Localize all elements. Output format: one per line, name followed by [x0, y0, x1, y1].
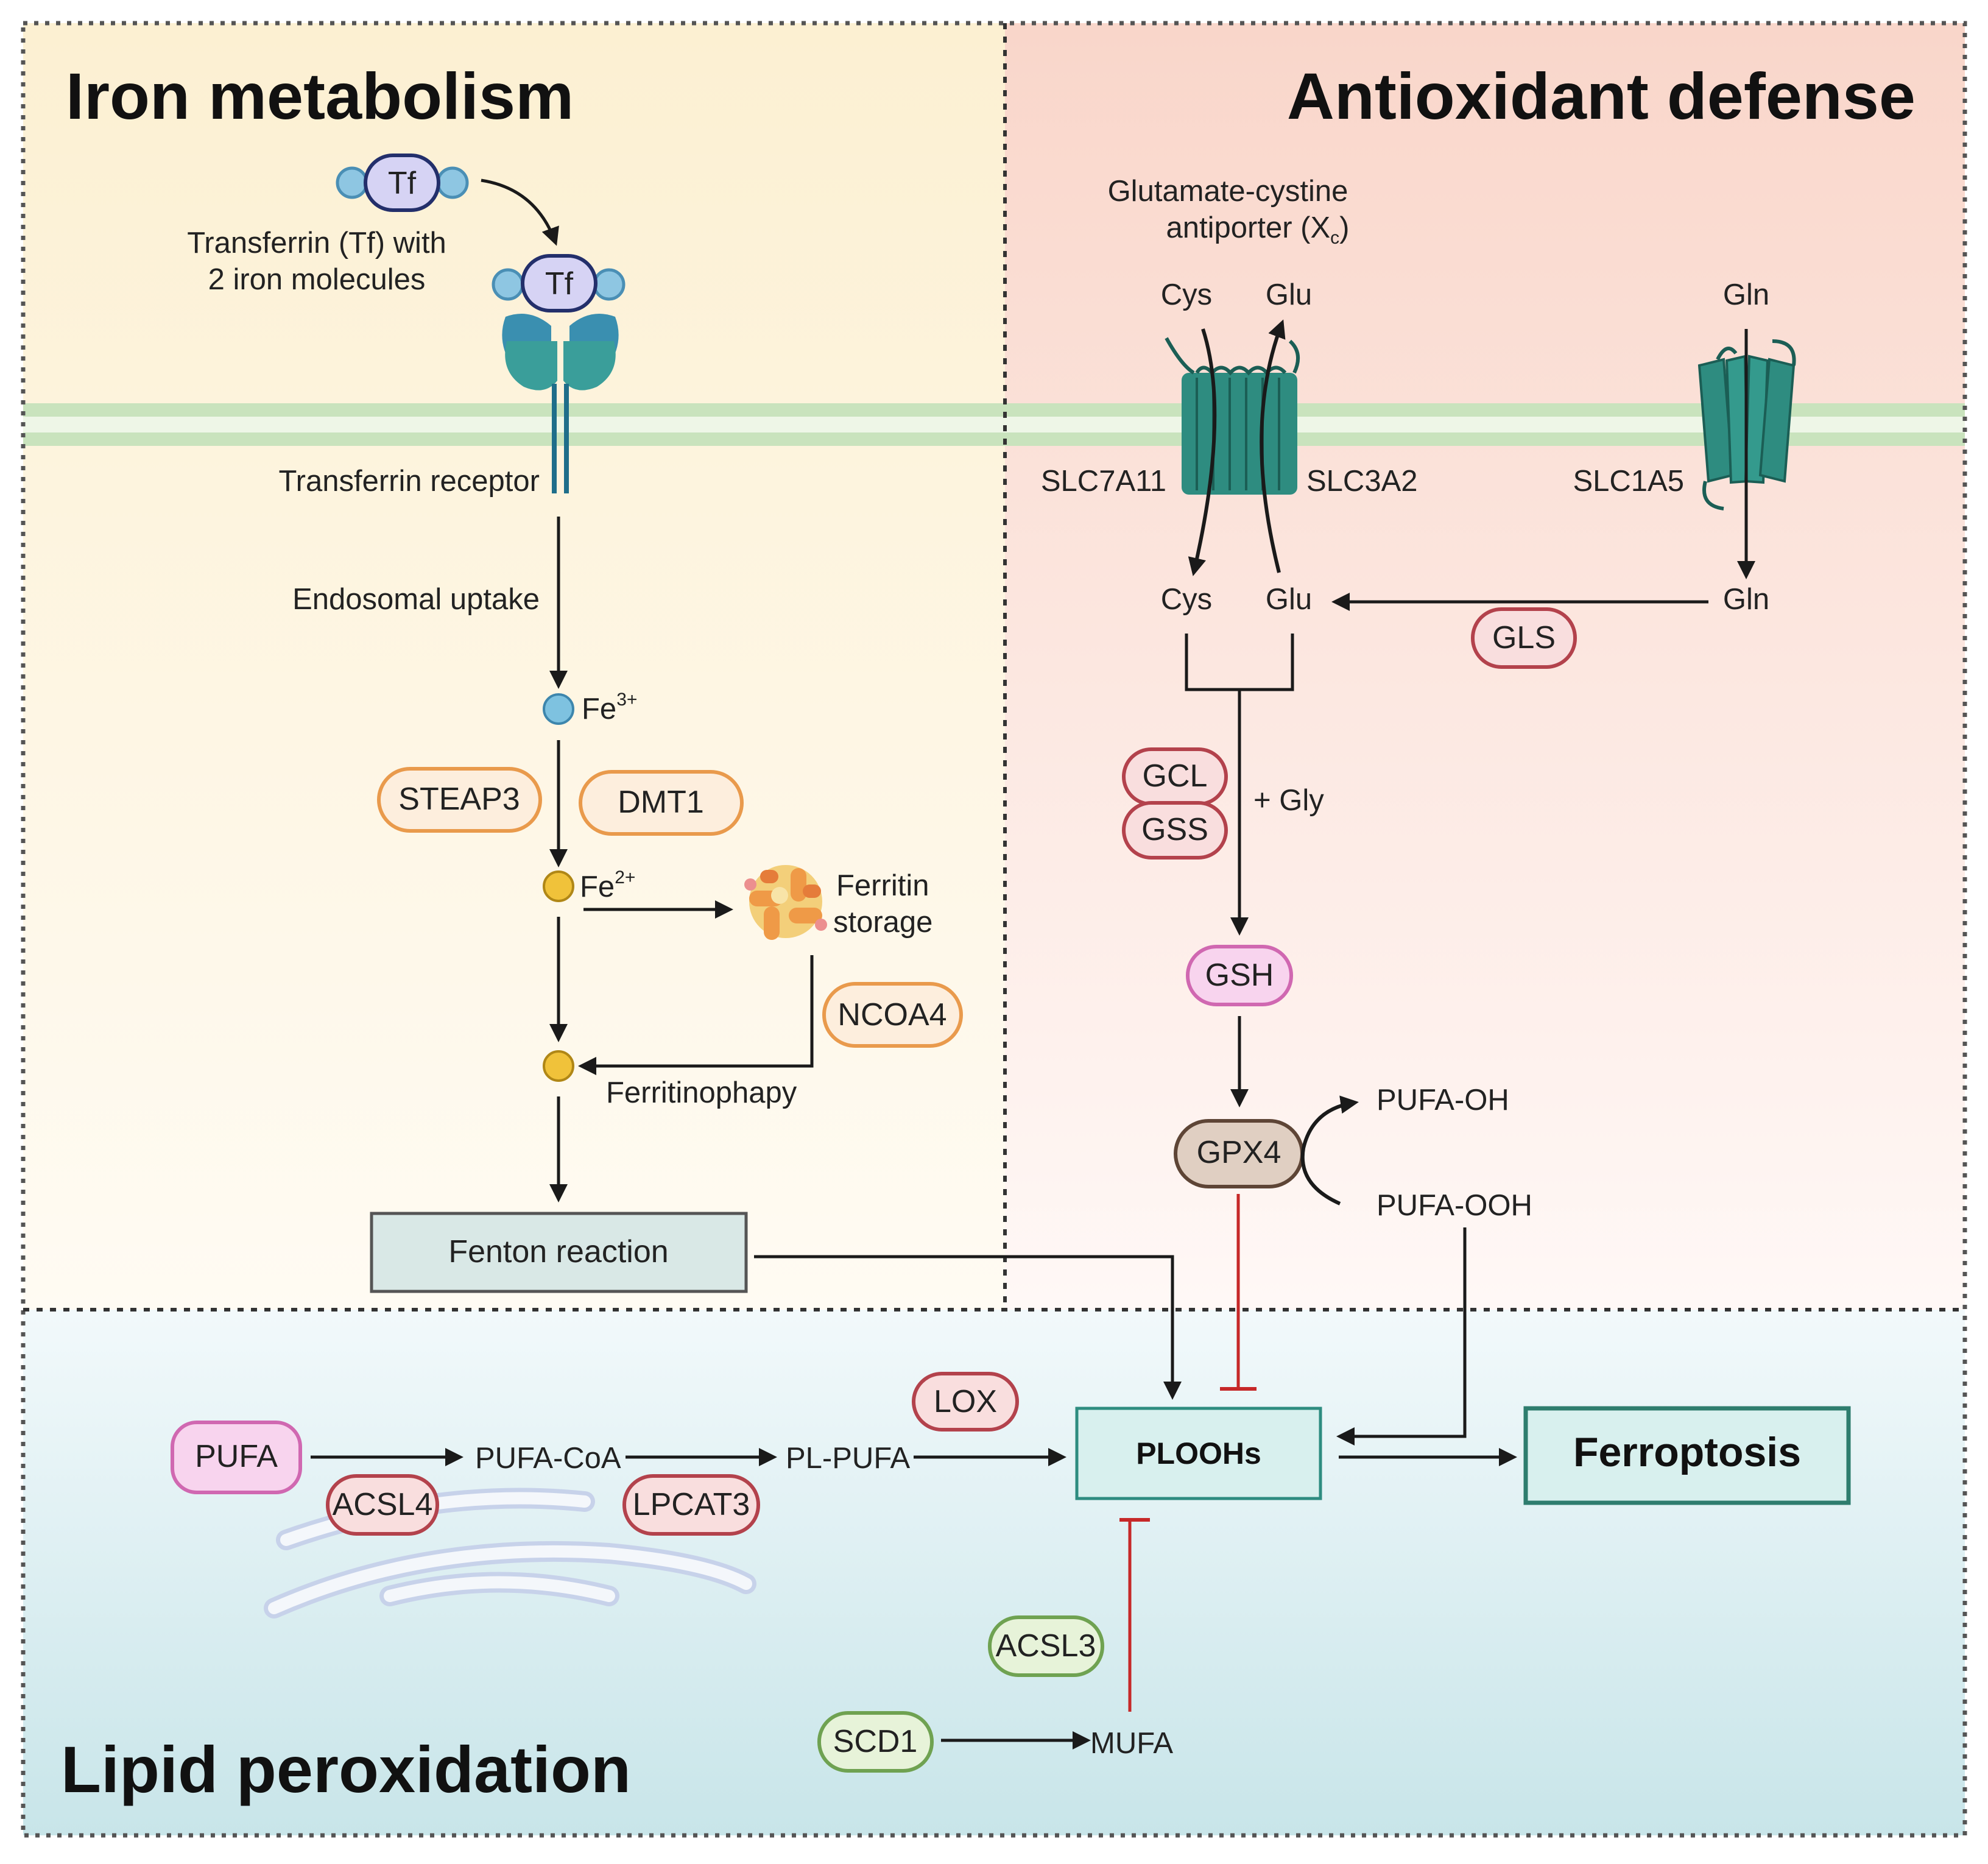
gsh-pill [1186, 945, 1293, 1006]
transferrin-receptor-label: Transferrin receptor [279, 465, 540, 498]
tf-caption-line2: 2 iron molecules [208, 263, 426, 296]
ploohs-label: PLOOHs [1136, 1436, 1261, 1470]
acsl4-label: ACSL4 [333, 1487, 433, 1522]
slc7a11-label: SLC7A11 [1041, 465, 1166, 498]
steap3-label: STEAP3 [398, 782, 520, 817]
antioxidant-defense-panel [1005, 23, 1965, 1310]
gcl-label: GCL [1143, 758, 1208, 794]
gpx4-reduction-arc [1300, 1095, 1359, 1206]
lipid-peroxidation-title: Lipid peroxidation [61, 1732, 631, 1806]
tf-bound-label: Tf [545, 266, 574, 302]
lpcat3-pill [622, 1474, 760, 1536]
fe3-ion [543, 693, 574, 725]
arrow-pufa-ooh-to-ploohs [1336, 1227, 1467, 1446]
ferritin-icon [744, 865, 827, 940]
gls-label: GLS [1492, 620, 1556, 655]
gln-intracellular: Gln [1723, 583, 1769, 616]
lox-pill [912, 1372, 1019, 1432]
transferrin-free: Tf [336, 154, 469, 212]
ferritinophagy-arrow [578, 955, 814, 1075]
pufa-ooh-label: PUFA-OOH [1376, 1189, 1532, 1222]
ferritinophagy-label: Ferritinophapy [606, 1076, 797, 1109]
pufa-oh-label: PUFA-OH [1376, 1084, 1509, 1117]
tf-label: Tf [388, 166, 417, 201]
xc-antiporter-label-line1: Glutamate-cystine [1108, 175, 1348, 208]
acsl3-label: ACSL3 [996, 1628, 1096, 1664]
fe3-label: Fe3+ [582, 690, 637, 725]
fe2-label: Fe2+ [580, 867, 635, 903]
mufa-label: MUFA [1090, 1727, 1173, 1760]
plasma-membrane [23, 403, 1965, 446]
dmt1-label: DMT1 [618, 785, 704, 820]
outer-dotted-frame [21, 21, 1967, 1838]
slc3a2-label: SLC3A2 [1306, 465, 1418, 498]
cys-intracellular: Cys [1161, 583, 1212, 616]
gln-extracellular: Gln [1723, 278, 1769, 311]
pufa-coa-label: PUFA-CoA [475, 1442, 621, 1475]
acsl3-pill [988, 1615, 1104, 1677]
gly-label: + Gly [1253, 784, 1324, 817]
ferritin-label-line1: Ferritin [836, 869, 929, 902]
lpcat3-label: LPCAT3 [633, 1487, 750, 1522]
acsl4-pill [326, 1474, 439, 1536]
dmt1-pill [579, 770, 744, 836]
cys-import-arrow [1188, 328, 1217, 576]
ploohs-box [1075, 1407, 1322, 1500]
ferroptosis-box [1523, 1406, 1851, 1505]
fe2-released-ion [543, 1050, 574, 1082]
ferritin-label-line2: storage [833, 906, 932, 939]
tf-binding-arrow [481, 178, 559, 246]
gss-pill [1122, 801, 1228, 860]
scd1-label: SCD1 [833, 1724, 918, 1759]
fenton-reaction-box [370, 1212, 748, 1293]
pufa-pill [171, 1421, 302, 1494]
ncoa4-label: NCOA4 [837, 997, 946, 1033]
lox-label: LOX [934, 1384, 997, 1419]
iron-metabolism-title: Iron metabolism [66, 59, 574, 133]
steap3-pill [377, 767, 542, 833]
glu-export-arrow [1260, 319, 1286, 573]
endosomal-uptake-label: Endosomal uptake [292, 583, 540, 616]
slc1a5-transporter-icon [1697, 339, 1796, 510]
glu-extracellular: Glu [1266, 278, 1312, 311]
tf-caption-line1: Transferrin (Tf) with [187, 227, 446, 259]
gsh-label: GSH [1205, 958, 1274, 993]
fe2-ion [543, 870, 574, 902]
transferrin-receptor-icon: Tf [492, 254, 626, 493]
pufa-label: PUFA [195, 1439, 278, 1474]
glu-intracellular: Glu [1266, 583, 1312, 616]
fenton-reaction-label: Fenton reaction [448, 1234, 668, 1269]
iron-metabolism-panel [23, 23, 1005, 1310]
scd1-pill [817, 1711, 934, 1773]
gls-pill [1471, 607, 1577, 669]
gss-label: GSS [1141, 812, 1208, 847]
slc1a5-label: SLC1A5 [1573, 465, 1684, 498]
antioxidant-defense-title: Antioxidant defense [1287, 59, 1916, 133]
xc-antiporter-label-line2: antiporter (Xc) [1166, 211, 1350, 248]
ncoa4-pill [822, 982, 963, 1048]
arrow-fenton-to-ploohs [754, 1255, 1182, 1400]
gpx4-label: GPX4 [1197, 1135, 1281, 1170]
ferroptosis-label: Ferroptosis [1573, 1429, 1801, 1475]
pl-pufa-label: PL-PUFA [786, 1442, 911, 1475]
cys-extracellular: Cys [1161, 278, 1212, 311]
